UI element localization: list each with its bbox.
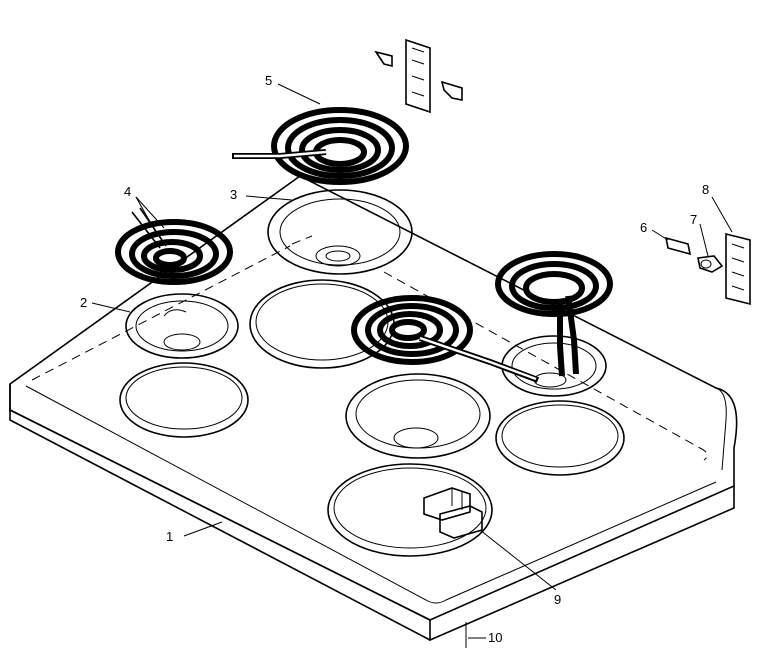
terminal-block — [423, 487, 483, 539]
callout-8: 8 — [702, 182, 709, 197]
receptacle-clip — [664, 236, 692, 256]
burner-opening-front-center — [327, 463, 493, 557]
callout-4: 4 — [124, 184, 131, 199]
clip-top-left — [374, 50, 393, 68]
callout-2: 2 — [80, 295, 87, 310]
callout-6: 6 — [640, 220, 647, 235]
clip-top-right — [440, 80, 463, 101]
drip-pan-center — [345, 373, 491, 459]
cooktop-panel — [9, 175, 738, 642]
bracket-plate-top — [405, 38, 431, 114]
receptacle — [697, 255, 724, 273]
callout-1: 1 — [166, 529, 173, 544]
coil-element-left — [115, 207, 233, 285]
drip-pan-rear-center — [267, 189, 413, 275]
callout-5: 5 — [265, 73, 272, 88]
bracket-plate-right — [725, 232, 751, 306]
drip-pan-right — [501, 335, 607, 397]
callout-9: 9 — [554, 592, 561, 607]
burner-opening-front-right — [495, 400, 625, 476]
coil-element-right — [495, 251, 613, 377]
burner-opening-front-left — [119, 362, 249, 438]
dashed-emboss-line — [31, 235, 708, 461]
callout-7: 7 — [690, 212, 697, 227]
callout-10: 10 — [488, 630, 502, 645]
callout-3: 3 — [230, 187, 237, 202]
drip-pan-left — [125, 293, 239, 359]
coil-element-center — [351, 295, 540, 383]
leader-lines — [91, 83, 733, 648]
coil-element-rear-large — [232, 107, 409, 185]
